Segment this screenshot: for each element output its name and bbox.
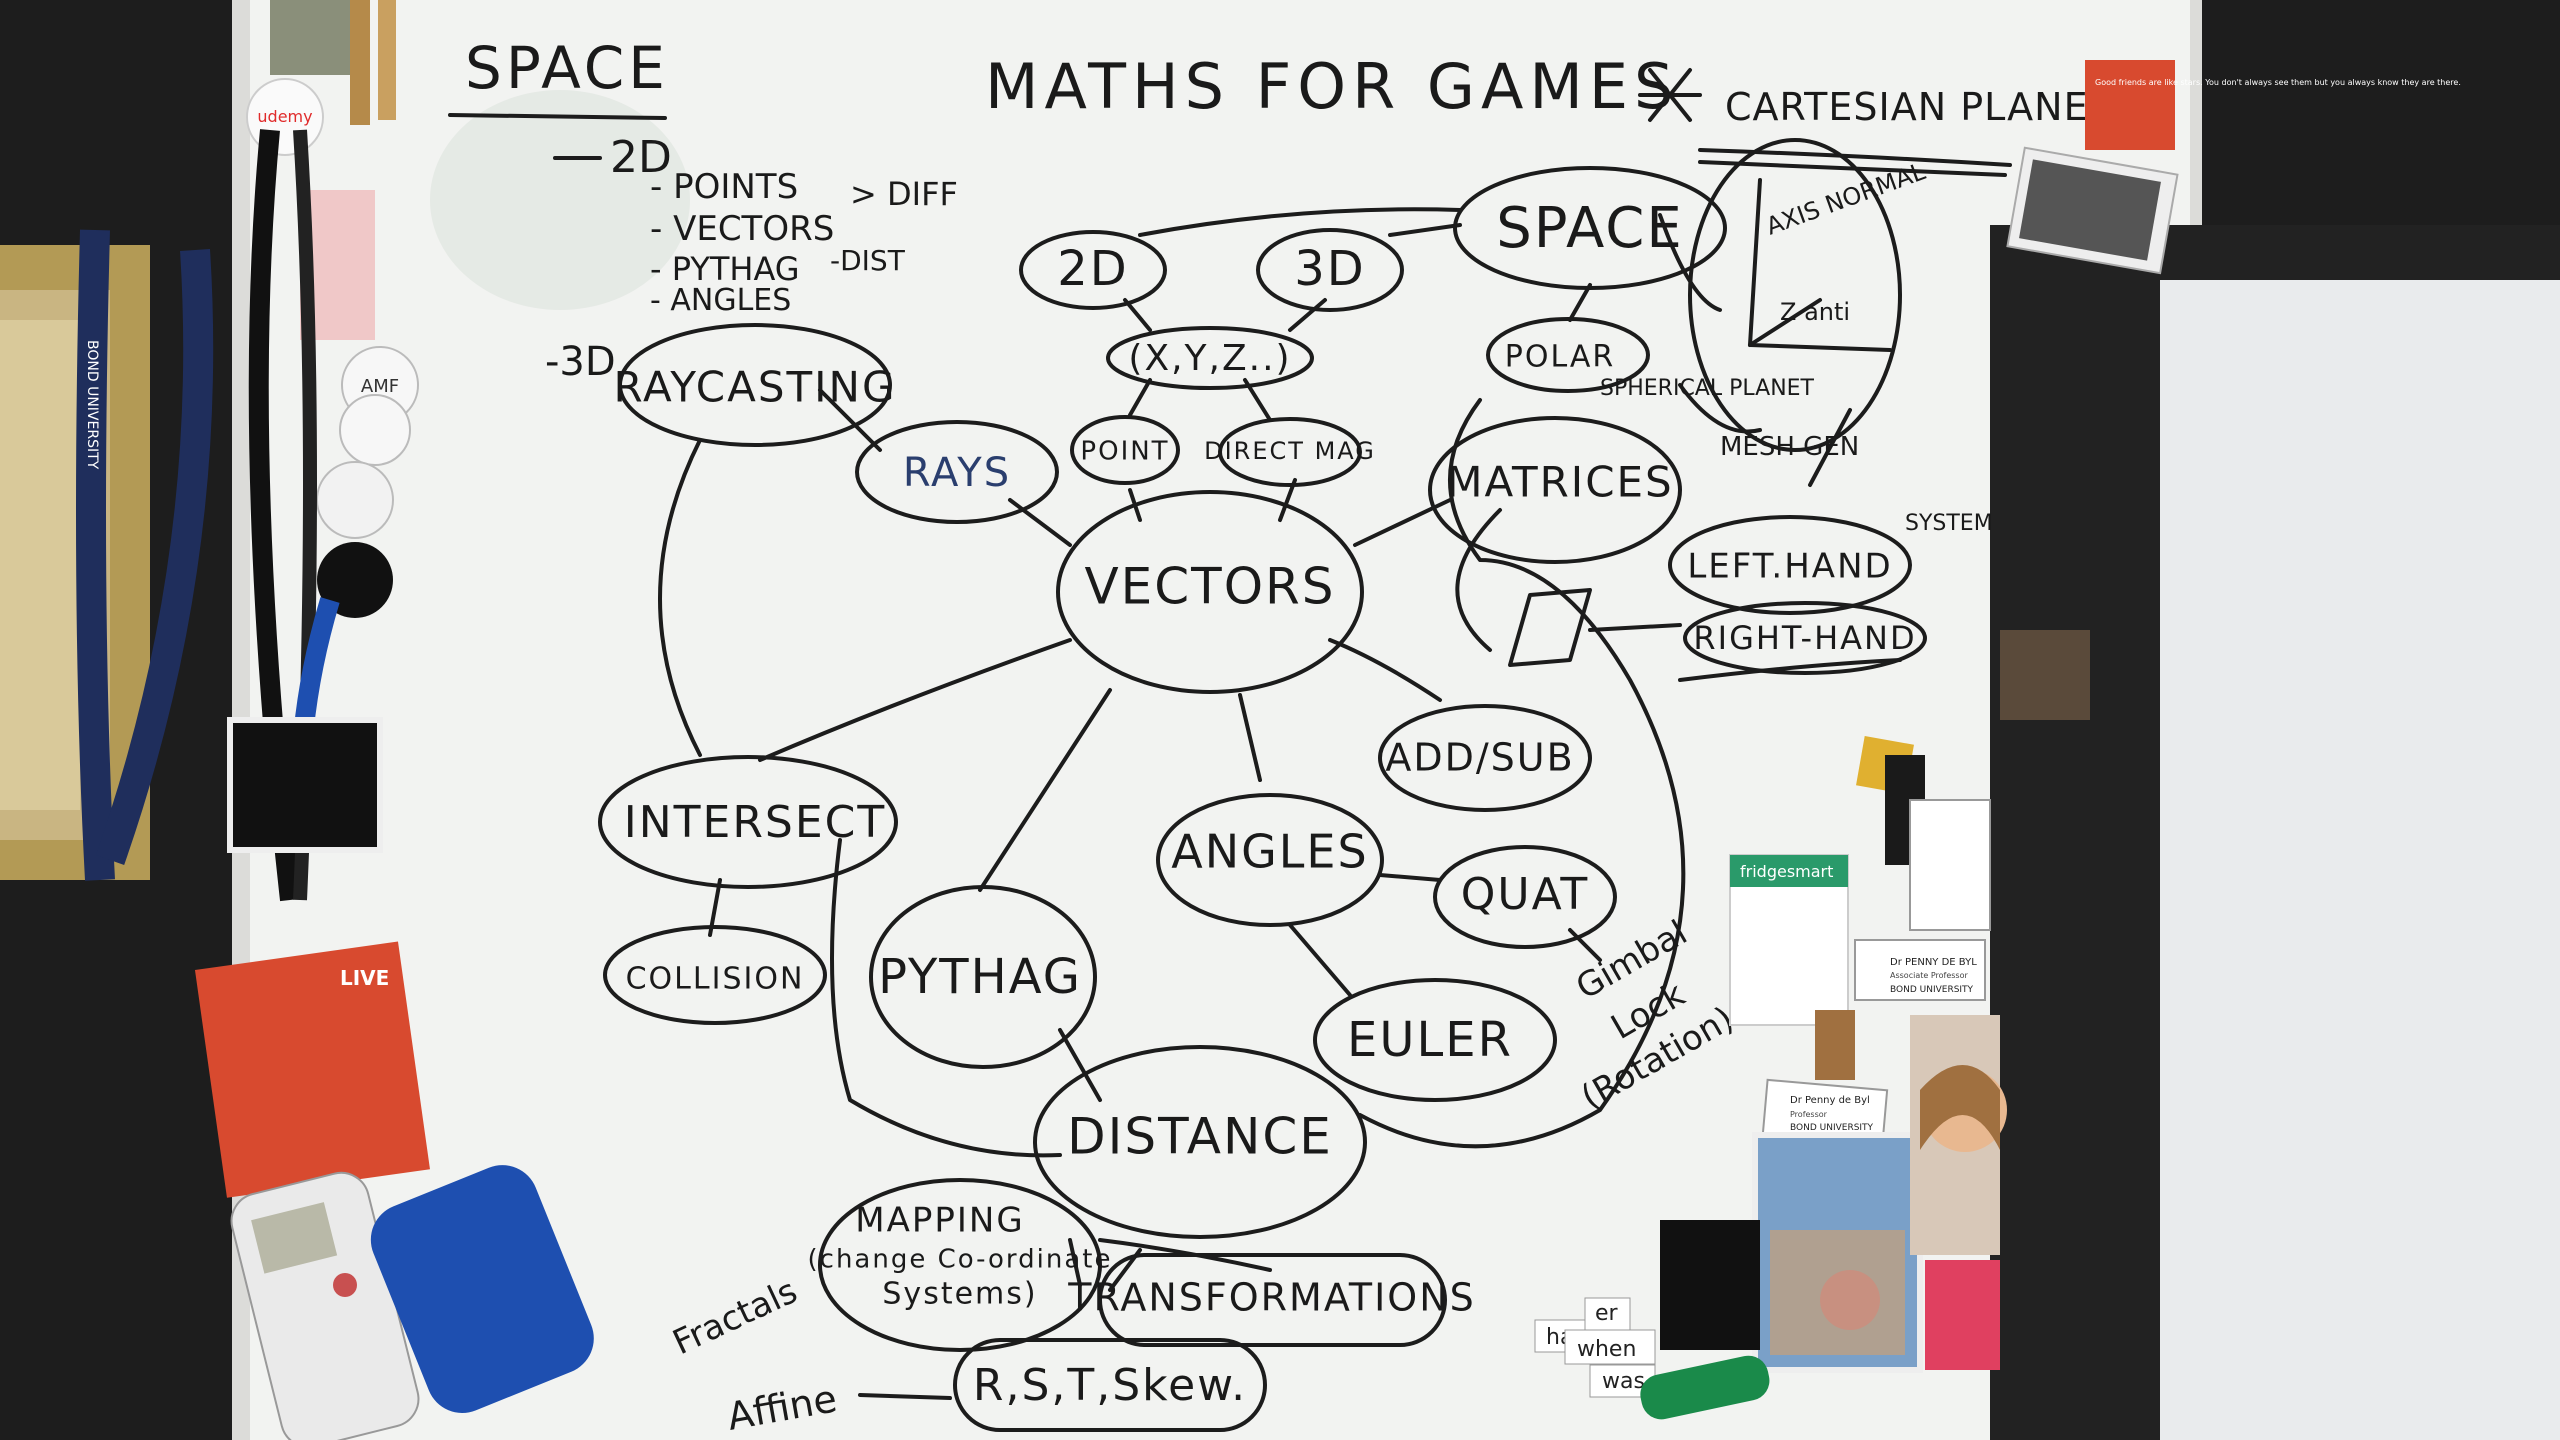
hinge	[2000, 630, 2090, 720]
svg-text:R,S,T,Skew.: R,S,T,Skew.	[973, 1360, 1247, 1411]
node-2d: 2D	[1019, 230, 1167, 310]
udemy-magnet: udemy	[246, 78, 324, 156]
svg-text:TRANSFORMATIONS: TRANSFORMATIONS	[1067, 1276, 1476, 1320]
node-intersect: INTERSECT	[598, 755, 898, 889]
note-diff: > DIFF	[850, 175, 958, 213]
node-direct-mag: DIRECT MAG	[1204, 417, 1376, 487]
node-rstskew: R,S,T,Skew.	[953, 1338, 1267, 1432]
node-3d: 3D	[1256, 228, 1404, 312]
space-heading: SPACE	[465, 34, 669, 102]
node-raycasting: RAYCASTING	[613, 323, 896, 447]
live-badge: LIVE	[194, 941, 430, 1198]
node-left-hand: LEFT.HAND	[1668, 515, 1912, 615]
note-3d: -3D	[545, 339, 616, 385]
svg-text:Associate Professor: Associate Professor	[1890, 971, 1968, 980]
svg-text:Systems): Systems)	[882, 1277, 1037, 1312]
svg-text:ADD/SUB: ADD/SUB	[1385, 736, 1574, 780]
svg-text:BOND UNIVERSITY: BOND UNIVERSITY	[1890, 985, 1974, 995]
svg-text:DIRECT MAG: DIRECT MAG	[1204, 437, 1376, 465]
svg-text:EULER: EULER	[1347, 1012, 1513, 1068]
svg-text:Good friends are like stars. Y: Good friends are like stars. You don't a…	[2095, 78, 2461, 87]
board-title: MATHS FOR GAMES	[985, 50, 1679, 123]
node-pythag: PYTHAG	[869, 885, 1097, 1069]
node-mapping: MAPPING (change Co-ordinate Systems)	[808, 1178, 1113, 1352]
svg-text:Dr Penny de Byl: Dr Penny de Byl	[1790, 1095, 1870, 1106]
svg-text:POINT: POINT	[1080, 437, 1169, 467]
photo-magnet	[270, 0, 350, 75]
svg-text:(change Co-ordinate: (change Co-ordinate	[808, 1245, 1113, 1275]
node-matrices: MATRICES	[1428, 416, 1682, 564]
svg-text:INTERSECT: INTERSECT	[624, 797, 886, 848]
svg-text:QUAT: QUAT	[1461, 869, 1589, 920]
svg-text:udemy: udemy	[257, 107, 312, 126]
black-card-magnet	[1660, 1220, 1760, 1350]
child-photo	[1910, 1015, 2007, 1255]
node-polar: POLAR	[1486, 317, 1650, 393]
svg-text:2D: 2D	[1057, 241, 1129, 297]
node-angles: ANGLES	[1156, 793, 1384, 927]
note-dist: -DIST	[830, 244, 906, 277]
note-pythag: - PYTHAG	[650, 250, 800, 288]
label-system: SYSTEM	[1905, 511, 1993, 536]
cartesian-label: CARTESIAN PLANE	[1725, 85, 2089, 129]
svg-text:SPACE: SPACE	[1496, 196, 1684, 261]
green-marker	[1640, 1355, 1770, 1420]
svg-text:(X,Y,Z..): (X,Y,Z..)	[1128, 338, 1291, 379]
svg-text:VECTORS: VECTORS	[1084, 558, 1335, 616]
svg-text:LIVE: LIVE	[340, 966, 389, 990]
node-add-sub: ADD/SUB	[1378, 704, 1592, 812]
node-rays: RAYS	[855, 420, 1059, 524]
svg-text:RIGHT-HAND: RIGHT-HAND	[1693, 619, 1916, 657]
node-quat: QUAT	[1433, 845, 1617, 949]
note-angles: - ANGLES	[650, 283, 791, 318]
castle-photo	[1752, 1132, 1923, 1373]
word-magnets: has er when was	[1534, 1297, 1656, 1398]
svg-text:BOND UNIVERSITY: BOND UNIVERSITY	[84, 340, 100, 470]
svg-text:Professor: Professor	[1790, 1110, 1828, 1119]
axis-z-anti-label: Z anti	[1780, 298, 1850, 326]
axes-hand-icon	[1508, 588, 1682, 667]
svg-text:when: when	[1577, 1337, 1636, 1362]
note-2d: 2D	[610, 132, 672, 183]
svg-text:Dr PENNY DE BYL: Dr PENNY DE BYL	[1890, 957, 1977, 968]
cabinet-window	[2160, 280, 2560, 1440]
svg-text:RAYCASTING: RAYCASTING	[613, 363, 896, 412]
asterisk-icon	[1638, 68, 1702, 122]
svg-text:MATRICES: MATRICES	[1446, 458, 1673, 507]
node-xyz: (X,Y,Z..)	[1106, 326, 1314, 390]
svg-text:ANGLES: ANGLES	[1171, 825, 1368, 879]
svg-text:3D: 3D	[1294, 241, 1366, 297]
whiteboard-eraser	[370, 1165, 594, 1413]
svg-text:LEFT.HAND: LEFT.HAND	[1687, 547, 1892, 587]
svg-text:was: was	[1602, 1369, 1645, 1394]
svg-text:BOND UNIVERSITY: BOND UNIVERSITY	[1790, 1123, 1874, 1133]
svg-text:POLAR: POLAR	[1505, 340, 1615, 375]
node-transformations: TRANSFORMATIONS	[1067, 1253, 1476, 1347]
svg-text:AMF: AMF	[361, 376, 399, 397]
business-card-1: Dr PENNY DE BYL Associate Professor BOND…	[1854, 939, 1986, 1001]
node-distance: DISTANCE	[1033, 1045, 1367, 1239]
card-magnet	[1925, 1260, 2000, 1370]
svg-text:DISTANCE: DISTANCE	[1067, 1108, 1333, 1166]
svg-text:COLLISION: COLLISION	[626, 962, 805, 997]
node-collision: COLLISION	[603, 925, 827, 1025]
svg-text:PYTHAG: PYTHAG	[878, 949, 1082, 1005]
node-euler: EULER	[1313, 978, 1557, 1102]
node-space: SPACE	[1453, 166, 1727, 290]
mindmap-links	[658, 207, 1852, 1400]
node-vectors: VECTORS	[1056, 490, 1364, 694]
quote-magnet	[2085, 60, 2175, 150]
node-point: POINT	[1070, 415, 1180, 485]
svg-text:er: er	[1595, 1301, 1619, 1326]
svg-text:fridgesmart: fridgesmart	[1740, 862, 1833, 881]
note-vectors: - VECTORS	[650, 209, 834, 249]
svg-text:MAPPING: MAPPING	[855, 1201, 1024, 1241]
node-right-hand: RIGHT-HAND	[1678, 601, 1927, 682]
svg-text:RAYS: RAYS	[903, 450, 1011, 496]
note-points: - POINTS	[650, 167, 798, 207]
fridgesmart-magnet: fridgesmart	[1729, 854, 1849, 1026]
